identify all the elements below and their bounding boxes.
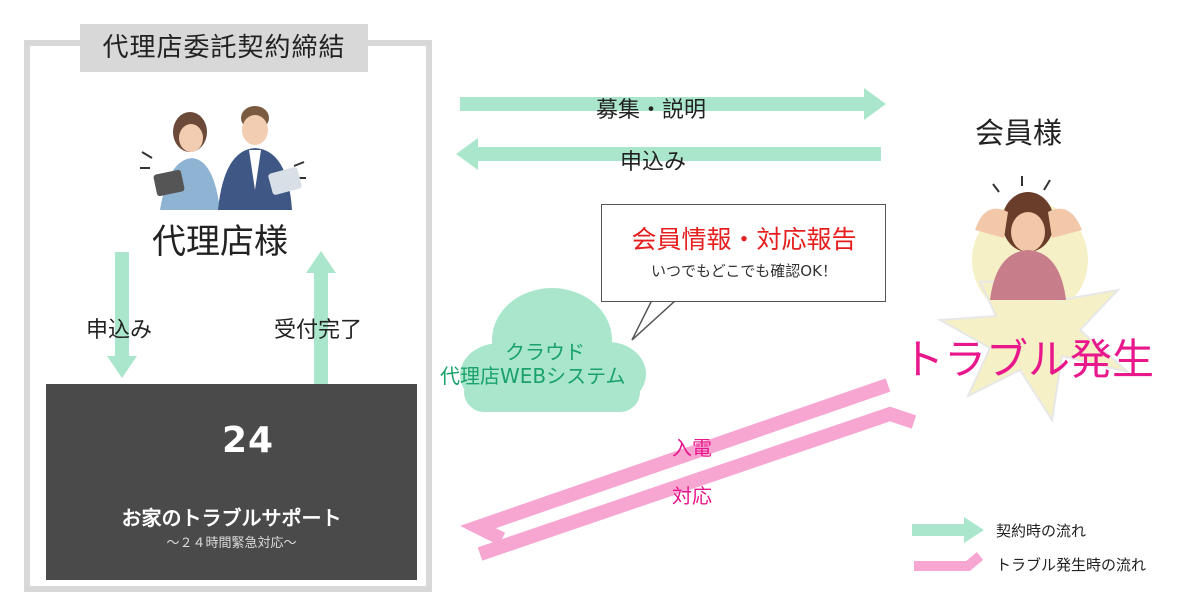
stressed-woman-illustration xyxy=(936,176,1129,423)
bubble-title: 会員情報・対応報告 xyxy=(631,225,857,254)
arrow-apply-label: 申込み xyxy=(86,318,153,343)
support-service-box xyxy=(46,384,417,580)
business-people-illustration xyxy=(140,106,306,210)
response-label: 対応 xyxy=(672,484,712,508)
arrow-recruit xyxy=(460,97,866,111)
bubble-tail xyxy=(631,299,678,341)
bubble-subtitle: いつでもどこでも確認OK！ xyxy=(651,262,837,280)
recruit-label: 募集・説明 xyxy=(596,98,707,123)
cloud-label-line1: クラウド xyxy=(505,340,585,364)
legend-contract-flow: 契約時の流れ xyxy=(996,522,1087,540)
pink-diagonal-arrows xyxy=(459,378,917,561)
arrow-apply-down-head xyxy=(107,356,137,378)
legend-trouble-flow: トラブル発生時の流れ xyxy=(996,556,1147,574)
cloud-shape xyxy=(460,288,646,412)
frame-title: 代理店委託契約締結 xyxy=(80,24,368,72)
legend xyxy=(912,517,984,571)
arrow-complete-up-head xyxy=(306,251,336,273)
agency-name: 代理店様 xyxy=(152,222,288,262)
arrow-complete-up xyxy=(314,272,328,384)
arrow-apply-back-head xyxy=(456,138,478,170)
badge-24: 24 xyxy=(222,420,275,461)
apply-back-label: 申込み xyxy=(620,150,687,175)
trouble-title: トラブル発生 xyxy=(902,335,1155,384)
arrow-apply-back xyxy=(476,147,881,161)
arrow-complete-label: 受付完了 xyxy=(274,318,363,343)
arrow-recruit-head xyxy=(864,88,886,120)
speech-bubble xyxy=(601,204,886,302)
cloud-label-line2: 代理店WEBシステム xyxy=(440,364,626,388)
arrow-apply-down xyxy=(115,252,129,357)
member-title: 会員様 xyxy=(975,116,1063,150)
call-label: 入電 xyxy=(672,436,712,460)
